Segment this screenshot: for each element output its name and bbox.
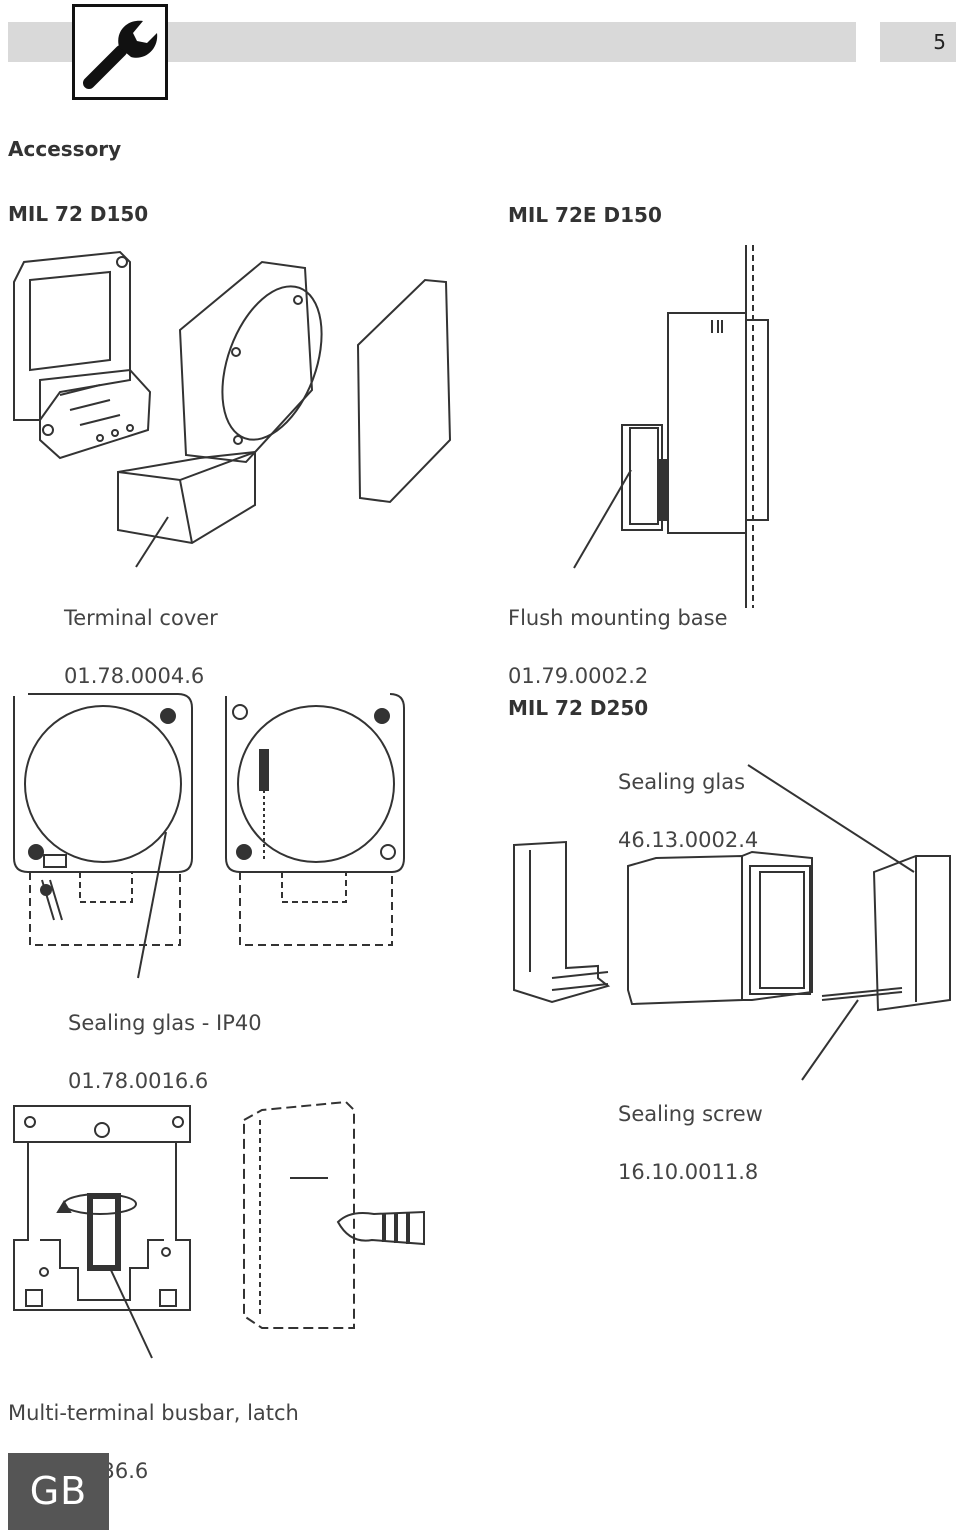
terminal-cover-code: 01.78.0004.6	[64, 664, 205, 688]
page-number: 5	[880, 22, 956, 62]
wrench-icon	[72, 4, 168, 100]
busbar-latch-name: Multi-terminal busbar, latch	[8, 1401, 299, 1425]
section-title: Accessory	[8, 137, 122, 161]
flush-mounting-base-code: 01.79.0002.2	[508, 664, 649, 688]
terminal-cover-name: Terminal cover	[64, 606, 218, 630]
sealing-glas-ip40-label: Sealing glas - IP40 01.78.0016.6	[68, 980, 262, 1096]
product-mil72-d150: MIL 72 D150	[8, 202, 149, 226]
sealing-screw-label: Sealing screw 16.10.0011.8	[618, 1071, 763, 1187]
sealing-glas-d250-name: Sealing glas	[618, 770, 746, 794]
language-badge: GB	[8, 1453, 109, 1530]
sealing-glas-d250-code: 46.13.0002.4	[618, 828, 759, 852]
sealing-screw-code: 16.10.0011.8	[618, 1160, 759, 1184]
flush-mounting-base-name: Flush mounting base	[508, 606, 728, 630]
sealing-screw-name: Sealing screw	[618, 1102, 763, 1126]
product-mil72e-d150: MIL 72E D150	[508, 203, 662, 227]
flush-mounting-base-label: Flush mounting base 01.79.0002.2	[508, 575, 728, 691]
product-mil72-d250: MIL 72 D250	[508, 696, 649, 720]
terminal-cover-label: Terminal cover 01.78.0004.6	[64, 575, 218, 691]
sealing-glas-ip40-code: 01.78.0016.6	[68, 1069, 209, 1093]
sealing-glas-ip40-name: Sealing glas - IP40	[68, 1011, 262, 1035]
sealing-glas-d250-label: Sealing glas 46.13.0002.4	[618, 739, 758, 855]
